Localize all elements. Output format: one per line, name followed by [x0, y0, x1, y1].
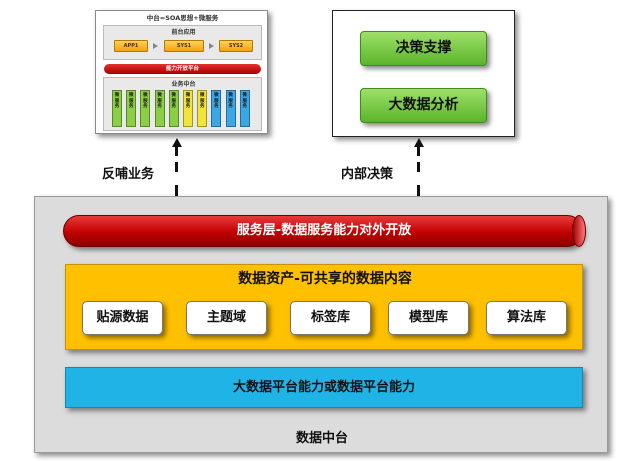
microservice-tile: 微服务 — [225, 90, 236, 127]
arrow-up-icon — [172, 138, 182, 147]
asset-tag-library: 标签库 — [290, 301, 371, 335]
business-platform-group: 业务中台 微服务微服务微服务微服务微服务微服务微服务微服务微服务微服务 — [103, 77, 262, 131]
connector-line — [417, 146, 420, 156]
microservice-tile: 微服务 — [140, 90, 151, 127]
service-layer-bar: 服务层-数据服务能力对外开放 — [63, 215, 586, 247]
decision-support-block: 决策支撑 — [360, 31, 487, 66]
concept-box: 中台=SOA思想+微服务 前台应用 APP1 SYS1 SYS2 能力开放平台 … — [95, 10, 268, 134]
internal-decision-label: 内部决策 — [341, 167, 394, 182]
front-apps-title: 前台应用 — [171, 29, 196, 36]
arrow-right-icon — [153, 43, 158, 49]
arrow-up-icon — [414, 138, 424, 147]
big-data-platform-bar: 大数据平台能力或数据平台能力 — [65, 367, 583, 408]
connector-line — [175, 162, 178, 172]
connector-line — [417, 185, 420, 197]
service-layer-label: 服务层-数据服务能力对外开放 — [236, 223, 412, 238]
feedback-business-label: 反哺业务 — [102, 167, 155, 182]
asset-model-library: 模型库 — [388, 301, 469, 335]
asset-source-data: 贴源数据 — [82, 301, 163, 335]
data-platform-label: 数据中台 — [295, 431, 348, 446]
arrow-right-icon — [209, 43, 214, 49]
cylinder-cap — [572, 215, 586, 247]
microservice-tile: 微服务 — [154, 90, 165, 127]
microservice-tile: 微服务 — [112, 90, 122, 127]
microservice-tile: 微服务 — [126, 90, 137, 127]
front-app-2: SYS1 — [164, 40, 204, 52]
front-apps-group: 前台应用 APP1 SYS1 SYS2 — [103, 25, 262, 60]
front-app-1: APP1 — [114, 40, 148, 52]
connector-line — [175, 185, 178, 197]
asset-algorithm-library: 算法库 — [486, 301, 567, 335]
microservice-tile: 微服务 — [183, 90, 193, 127]
microservice-tile: 微服务 — [239, 90, 250, 127]
concept-title: 中台=SOA思想+微服务 — [146, 14, 219, 22]
connector-line — [175, 146, 178, 156]
microservice-tile: 微服务 — [211, 90, 222, 127]
microservice-tile: 微服务 — [168, 90, 179, 127]
front-app-3: SYS2 — [219, 40, 253, 52]
microservice-tile: 微服务 — [197, 90, 208, 127]
data-platform-box: 服务层-数据服务能力对外开放 数据资产-可共享的数据内容 贴源数据 主题域 标签… — [34, 196, 608, 453]
data-assets-title: 数据资产-可共享的数据内容 — [238, 271, 412, 287]
capability-platform-bar: 能力开放平台 — [104, 64, 261, 74]
big-data-analysis-block: 大数据分析 — [360, 88, 487, 123]
business-platform-title: 业务中台 — [171, 81, 196, 88]
asset-subject-domain: 主题域 — [186, 301, 267, 335]
data-assets-panel: 数据资产-可共享的数据内容 贴源数据 主题域 标签库 模型库 算法库 — [65, 264, 583, 350]
decision-box: 决策支撑 大数据分析 — [332, 10, 515, 137]
connector-line — [417, 162, 420, 172]
